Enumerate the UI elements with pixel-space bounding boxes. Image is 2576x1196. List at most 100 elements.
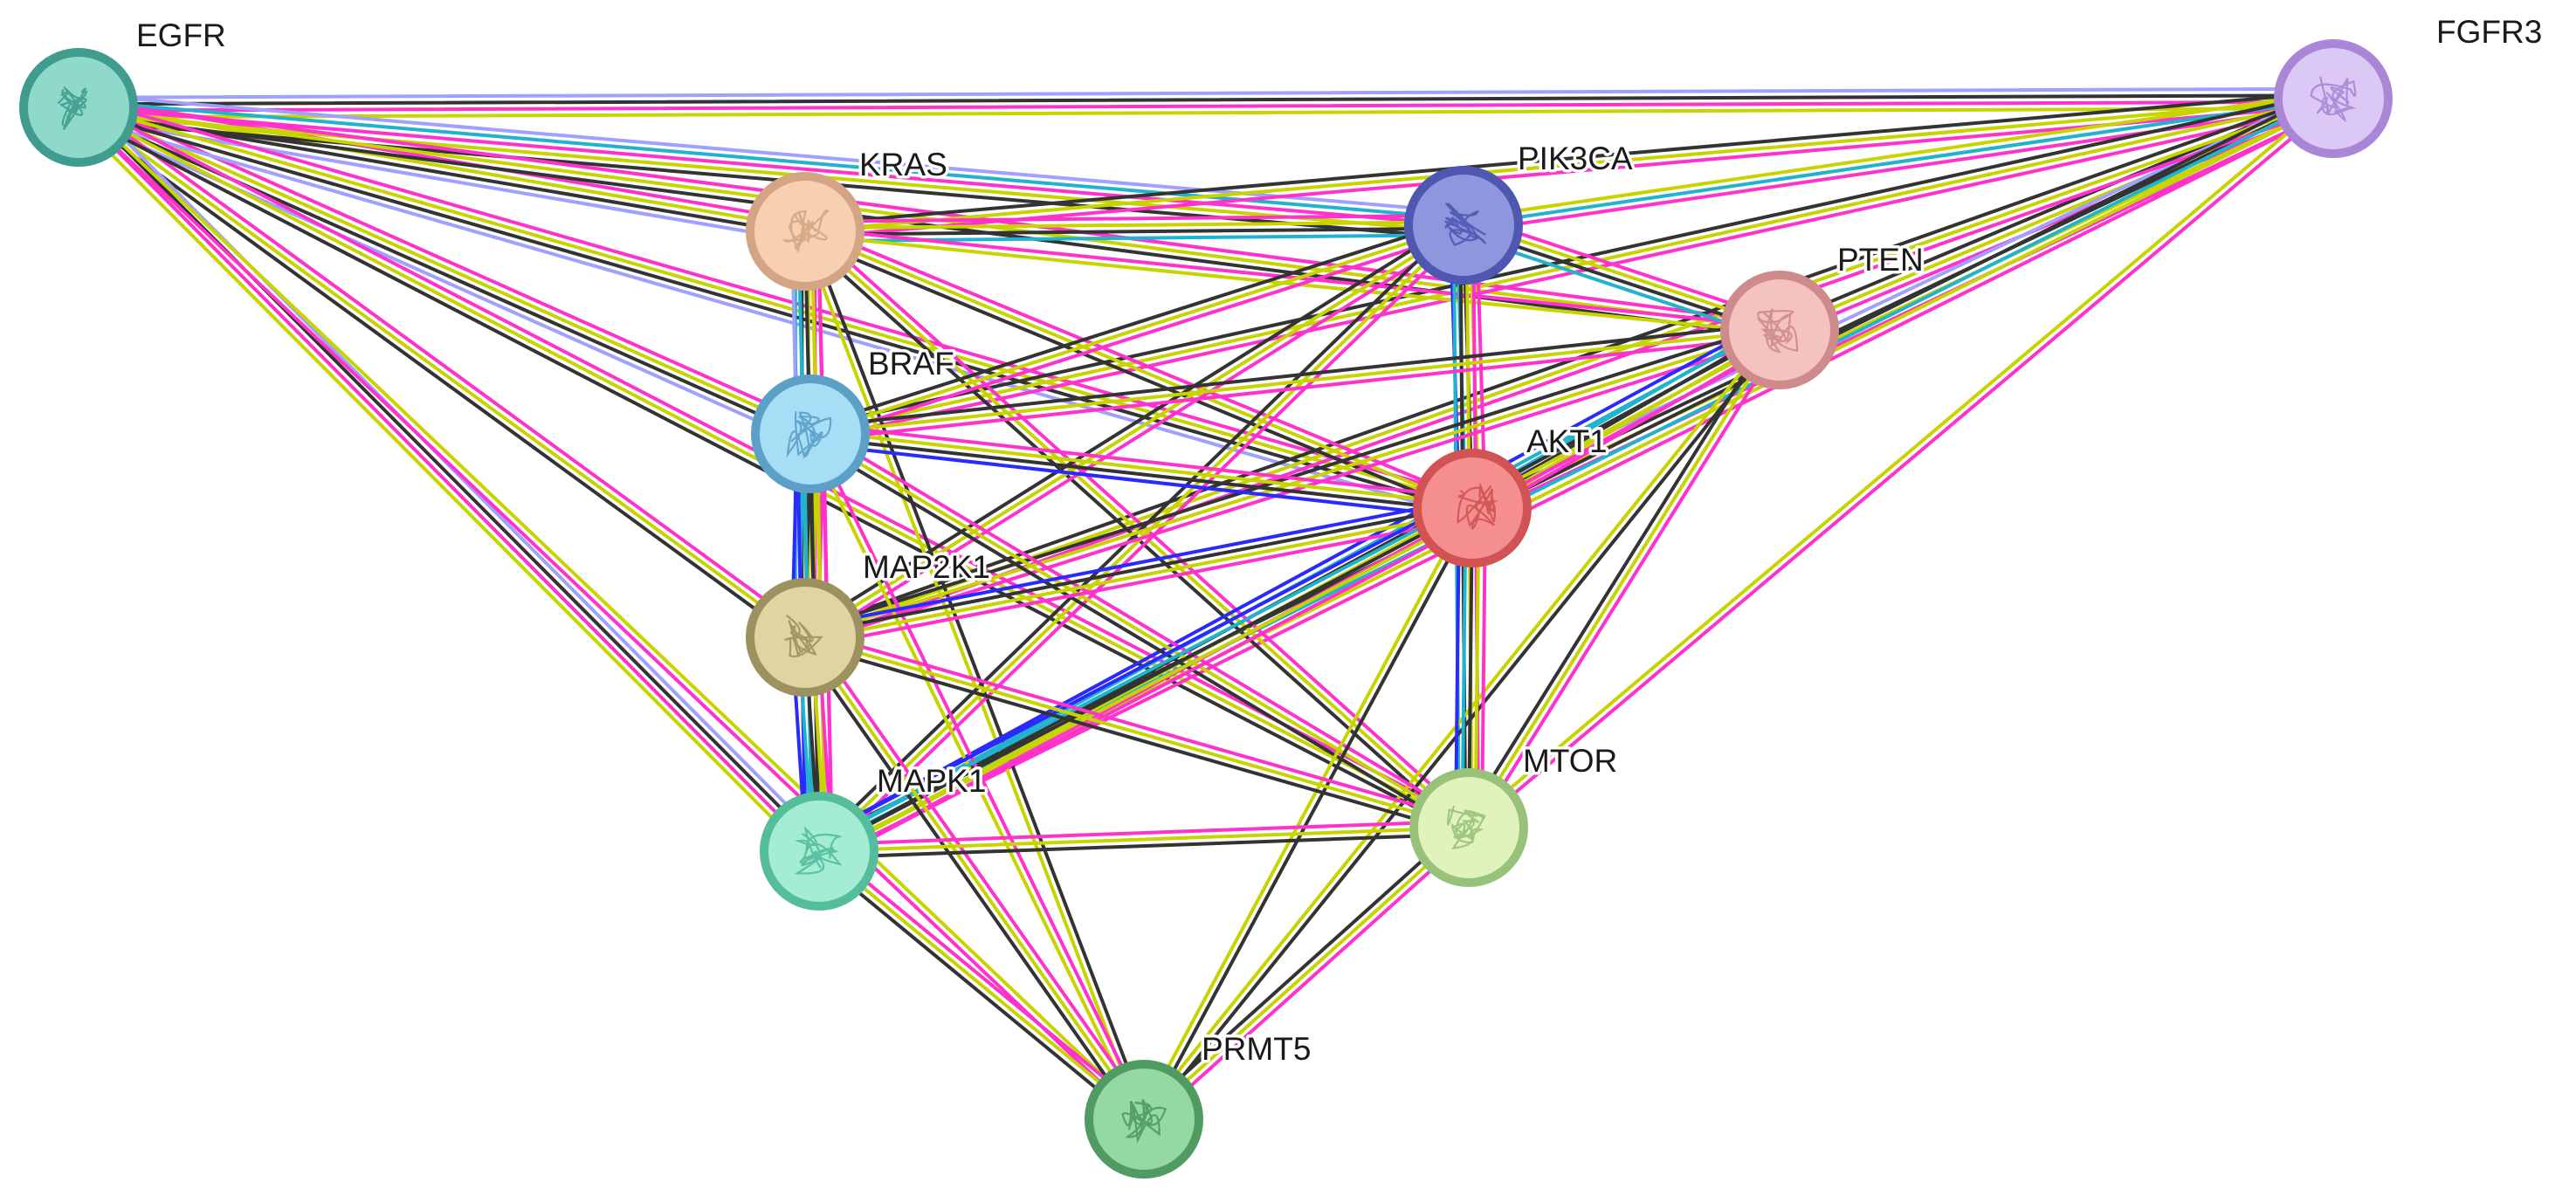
edge-evidence-line xyxy=(802,90,2335,227)
edge-fgfr3-pik3ca[interactable] xyxy=(1460,90,2337,234)
edge-map2k1-mtor[interactable] xyxy=(801,629,1473,836)
edge-evidence-line xyxy=(77,106,807,639)
edge-mapk1-prmt5[interactable] xyxy=(813,844,1150,1126)
node-prmt5[interactable] xyxy=(1085,1060,1203,1179)
edge-evidence-line xyxy=(1472,332,1787,833)
edge-evidence-line xyxy=(803,97,2335,639)
edge-evidence-line xyxy=(810,230,1468,443)
edge-egfr-prmt5[interactable] xyxy=(74,103,1148,1124)
protein-structure-icon xyxy=(1446,805,1486,849)
edge-evidence-line xyxy=(1142,826,1471,1121)
protein-structure-icon xyxy=(784,615,823,657)
edge-evidence-line xyxy=(803,220,1465,230)
edge-pik3ca-braf[interactable] xyxy=(806,217,1468,443)
edge-evidence-line xyxy=(809,223,1465,436)
edge-evidence-line xyxy=(806,228,1149,1120)
protein-structure-icon xyxy=(1121,1098,1167,1144)
edge-evidence-line xyxy=(1138,821,1466,1117)
edge-evidence-line xyxy=(1145,507,1477,1123)
edge-evidence-line xyxy=(797,639,1140,1125)
edge-evidence-line xyxy=(77,106,1465,227)
edge-akt1-prmt5[interactable] xyxy=(1139,505,1477,1123)
edge-evidence-line xyxy=(817,506,1474,853)
node-label-braf: BRAF xyxy=(868,346,954,381)
protein-structure-icon xyxy=(786,410,832,459)
edge-evidence-line xyxy=(70,112,814,860)
edge-evidence-line xyxy=(805,629,1473,823)
edge-evidence-line xyxy=(802,503,1474,636)
edge-evidence-line xyxy=(79,103,1148,1119)
edge-evidence-line xyxy=(1461,325,1776,826)
edge-evidence-line xyxy=(810,316,1775,842)
edge-evidence-line xyxy=(802,213,1465,223)
protein-structure-icon xyxy=(2310,76,2357,123)
edge-evidence-line xyxy=(72,114,809,445)
node-fgfr3[interactable] xyxy=(2274,39,2393,158)
edge-evidence-line xyxy=(807,90,2334,430)
protein-structure-icon xyxy=(794,825,843,875)
edge-mtor-prmt5[interactable] xyxy=(1138,821,1475,1126)
edge-evidence-line xyxy=(803,223,1465,639)
edge-evidence-line xyxy=(809,422,1476,500)
edge-fgfr3-mtor[interactable] xyxy=(1464,94,2338,832)
edge-evidence-line xyxy=(808,321,1781,430)
edges-layer xyxy=(70,86,2339,1126)
edge-evidence-line xyxy=(1464,94,2333,828)
edge-egfr-map2k1[interactable] xyxy=(72,100,811,645)
protein-structure-icon xyxy=(782,209,830,254)
edge-evidence-line xyxy=(1139,505,1471,1120)
node-braf[interactable] xyxy=(751,375,870,493)
edge-evidence-line xyxy=(805,103,2338,646)
edge-akt1-mapk1[interactable] xyxy=(811,494,1480,865)
edge-evidence-line xyxy=(820,512,1477,859)
node-label-map2k1: MAP2K1 xyxy=(863,549,990,585)
node-akt1[interactable] xyxy=(1413,449,1532,567)
edge-evidence-line xyxy=(77,93,2335,107)
edge-evidence-line xyxy=(808,435,1474,513)
edge-evidence-line xyxy=(74,107,819,856)
edge-evidence-line xyxy=(822,228,1471,858)
edge-evidence-line xyxy=(817,849,1146,1121)
edge-evidence-line xyxy=(809,334,1782,443)
edge-pten-braf[interactable] xyxy=(808,321,1782,443)
node-label-kras: KRAS xyxy=(859,147,947,182)
node-mapk1[interactable] xyxy=(760,792,878,911)
edge-evidence-line xyxy=(813,854,1142,1126)
node-label-mtor: MTOR xyxy=(1523,743,1617,779)
edge-evidence-line xyxy=(807,229,1469,645)
edge-evidence-line xyxy=(803,636,1146,1121)
edge-evidence-line xyxy=(809,631,1152,1117)
edge-evidence-line xyxy=(814,500,1471,848)
node-label-prmt5: PRMT5 xyxy=(1202,1031,1311,1067)
edge-evidence-line xyxy=(803,226,1782,329)
node-egfr[interactable] xyxy=(19,48,138,167)
edge-egfr-fgfr3[interactable] xyxy=(77,86,2335,120)
node-mtor[interactable] xyxy=(1409,768,1528,887)
node-kras[interactable] xyxy=(746,172,864,291)
edge-mapk1-mtor[interactable] xyxy=(816,819,1471,860)
node-label-fgfr3: FGFR3 xyxy=(2436,14,2542,50)
edge-map2k1-prmt5[interactable] xyxy=(797,631,1152,1125)
edge-evidence-line xyxy=(806,217,1464,430)
edge-pik3ca-map2k1[interactable] xyxy=(800,217,1469,645)
edge-evidence-line xyxy=(807,442,1473,520)
edge-braf-akt1[interactable] xyxy=(807,422,1476,520)
edge-evidence-line xyxy=(821,844,1150,1117)
edge-evidence-line xyxy=(816,819,1471,847)
protein-structure-icon xyxy=(1457,482,1498,530)
edge-braf-mtor[interactable] xyxy=(805,426,1474,835)
edge-evidence-line xyxy=(1147,830,1475,1126)
node-pik3ca[interactable] xyxy=(1404,166,1523,285)
edge-evidence-line xyxy=(805,516,1477,649)
protein-structure-icon xyxy=(57,86,88,130)
edge-fgfr3-map2k1[interactable] xyxy=(801,90,2338,646)
node-label-akt1: AKT1 xyxy=(1526,423,1608,459)
edge-kras-pten[interactable] xyxy=(802,226,1782,335)
edge-pten-mtor[interactable] xyxy=(1461,325,1787,833)
edge-evidence-line xyxy=(78,102,1475,507)
node-map2k1[interactable] xyxy=(746,578,864,697)
node-pten[interactable] xyxy=(1720,271,1839,389)
edge-evidence-line xyxy=(802,232,1781,335)
edge-akt1-map2k1[interactable] xyxy=(801,497,1477,649)
